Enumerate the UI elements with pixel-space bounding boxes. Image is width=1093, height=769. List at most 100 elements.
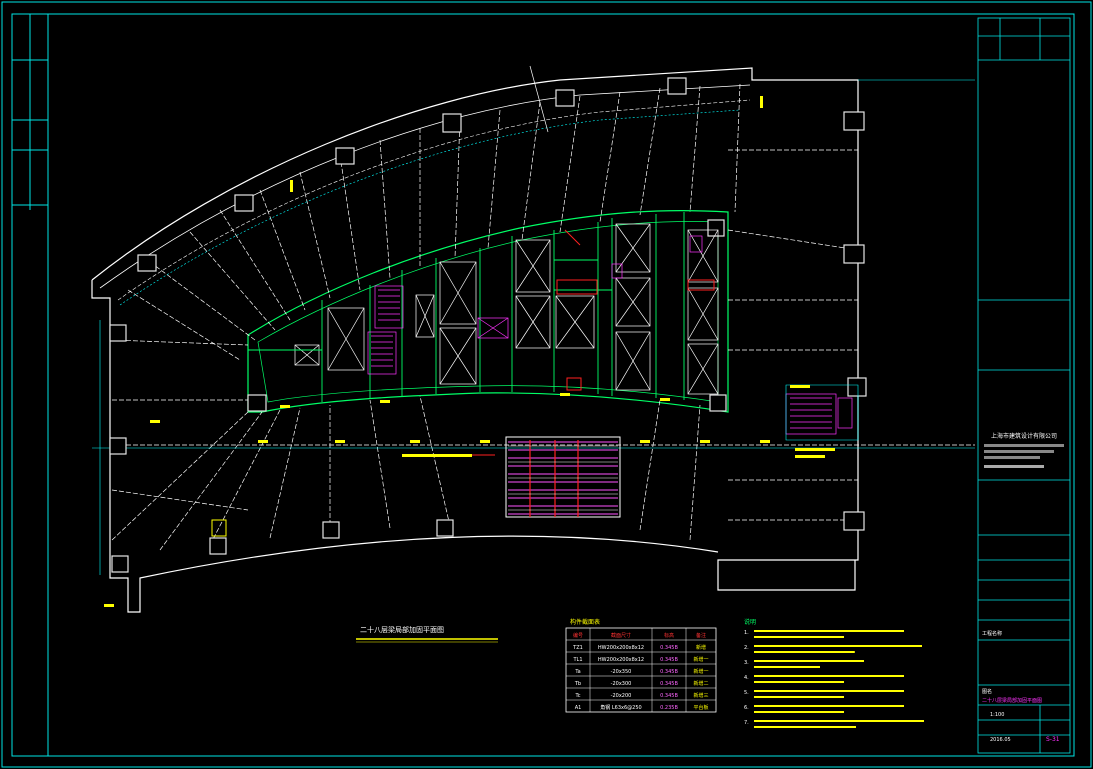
legend-header-cell: 编号 [573,632,583,639]
company-name: 上海市建筑设计有限公司 [991,432,1057,440]
columns [109,77,867,573]
shaft [687,343,719,395]
legend-cell: TZ1 [572,645,583,651]
column [843,511,865,531]
core-partitions [248,212,685,402]
note-text-line [754,660,864,662]
radial-beams [111,83,975,551]
note-number: 1. [744,630,749,636]
column [442,113,462,133]
legend-cell: Tc [575,693,581,699]
column [847,377,867,397]
outer-beam-curve [99,84,751,289]
core-wall-inner [257,221,719,403]
date-value: 2016.05 [990,737,1011,743]
legend-cell: 角钢 L63x6@250 [600,704,641,711]
legend-cell: 新增 [696,644,706,651]
note-text-line [754,651,855,653]
column [109,437,127,455]
notes-title: 说明 [744,618,756,626]
title-block-small-text [984,444,1064,468]
shaft [687,229,719,283]
column [137,254,157,272]
sheet-number: S-31 [1046,736,1060,743]
legend-cell: -20x350 [611,669,632,675]
legend-cell: 新增一 [693,656,708,663]
legend-cell: 0.345B [660,681,678,687]
note-text-line [754,675,904,677]
note-number: 7. [744,720,749,726]
column [234,194,254,212]
legend-header-cell: 截面尺寸 [611,632,631,639]
legend-cell: 0.345B [660,645,678,651]
floor-plan [91,65,975,613]
shaft [515,295,551,349]
core-wall-outline [247,209,729,413]
legend-cell: -20x300 [611,681,632,687]
stair-annotation-box [785,384,859,441]
legend-cell: 新增三 [693,692,708,699]
legend-header-cell: 备注 [696,632,706,639]
legend-cell: HW200x200x8x12 [598,657,644,663]
note-number: 4. [744,675,749,681]
note-text-line [754,645,922,647]
shaft-marker [211,519,227,537]
magenta-hatch [367,235,703,375]
column [209,537,227,555]
note-text-line [754,681,844,683]
project-label: 工程名称 [982,630,1002,637]
shaft [327,307,365,371]
column [335,147,355,165]
note-text-line [754,711,844,713]
note-text-line [754,630,904,632]
column [322,521,340,539]
legend-cell: 0.235B [660,705,678,711]
column [707,219,725,237]
legend-cell: 新增一 [693,668,708,675]
column [109,324,127,342]
column [436,519,454,537]
column [555,89,575,107]
note-text-line [754,696,844,698]
legend-cell: Ta [574,669,580,675]
shaft [615,223,651,273]
annotations [104,96,835,607]
column [111,555,129,573]
shaft [294,344,320,366]
note-text-line [754,690,904,692]
column [843,111,865,131]
scale-value: 1:100 [990,712,1004,718]
legend-cell: 平台板 [693,704,708,711]
shaft [555,295,595,349]
note-text-line [754,705,904,707]
shaft [515,239,551,293]
building-outline [91,67,859,613]
shaft [687,287,719,341]
note-text-line [754,726,856,728]
shaft [439,327,477,385]
shaft [615,331,651,391]
note-number: 6. [744,705,749,711]
legend-cell: A1 [575,705,582,711]
shaft [615,277,651,327]
shaft [439,261,477,325]
column [709,394,727,412]
legend-cell: Tb [574,681,581,687]
elevator-shafts [294,223,719,395]
general-notes: 说明 1.2.3.4.5.6.7. [744,618,924,728]
staircase [785,393,853,435]
legend-cell: -20x200 [611,693,632,699]
legend-cell: 0.345B [660,657,678,663]
title-block [977,17,1071,754]
drawing-label: 图名 [982,688,992,695]
red-marks [405,229,715,456]
notes-lines: 1.2.3.4.5.6.7. [744,630,924,728]
section-cut-line [529,65,549,133]
outer-beam-curve-2 [117,99,751,301]
legend-cell: 0.345B [660,669,678,675]
drawing-title: 二十八层梁局部加固平面图 [360,625,444,634]
